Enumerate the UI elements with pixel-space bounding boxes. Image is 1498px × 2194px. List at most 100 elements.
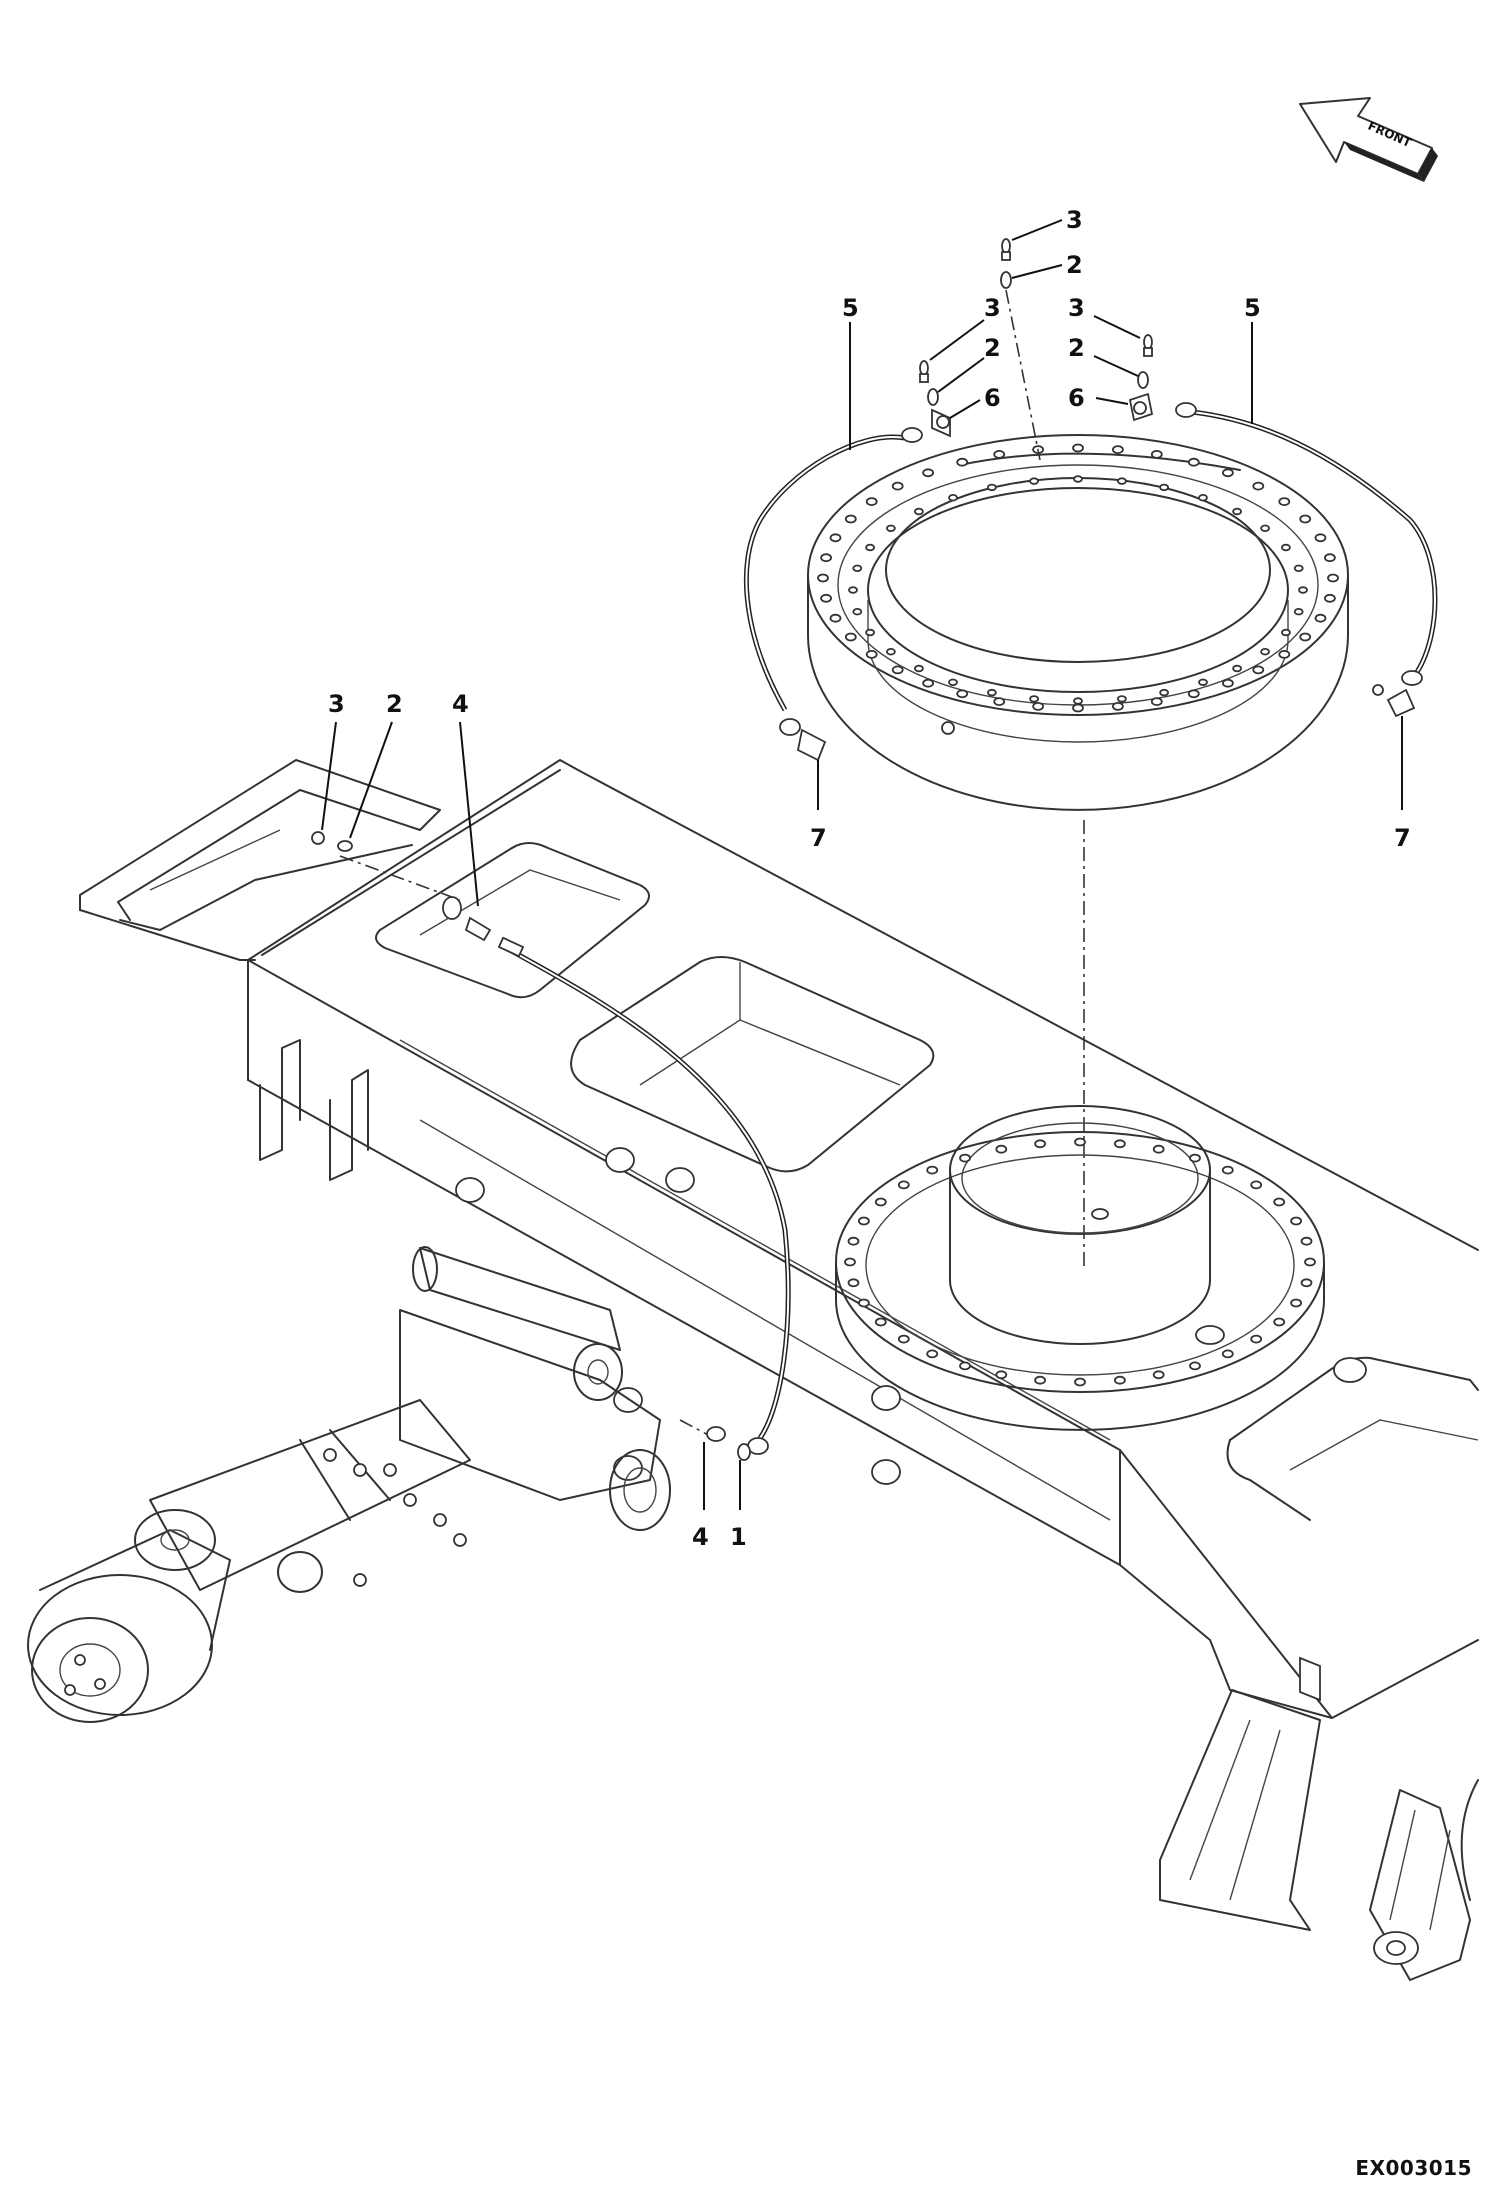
bolt-hole (897, 1334, 910, 1344)
axle-bolt (383, 1463, 397, 1477)
bolt-hole (1222, 678, 1234, 688)
bolt-hole (1250, 1334, 1263, 1344)
bolt-hole (1273, 1197, 1286, 1207)
bolt-hole (1281, 543, 1291, 552)
callout-top-3: 3 (1011, 206, 1083, 241)
bolt-hole (1293, 608, 1304, 616)
elbow-fitting-7-right (1386, 688, 1416, 718)
bolt-hole (1150, 449, 1163, 459)
bolt-hole (1278, 497, 1291, 507)
callout-right-7: 7 (1394, 716, 1411, 852)
bolt-hole (1187, 457, 1200, 467)
bolt-hole (891, 481, 904, 491)
centerline-frame (339, 855, 461, 901)
bolt-hole (1189, 1361, 1201, 1371)
bolt-hole (948, 494, 958, 502)
bolt-hole (829, 613, 842, 623)
bolt-hole (858, 1298, 870, 1308)
bolt-hole (993, 697, 1006, 706)
bolt-hole (865, 543, 875, 552)
bolt-hole (1152, 1144, 1165, 1154)
bolt-hole (1072, 703, 1084, 713)
bolt-hole (926, 1165, 939, 1175)
front-arrow-label: FRONT (1366, 119, 1414, 151)
bolt-hole (1281, 628, 1291, 637)
bolt-hole (1260, 524, 1270, 532)
callout-right-6: 6 (1068, 384, 1129, 412)
callout-left-3: 3 (929, 294, 1001, 361)
bolt-hole (914, 664, 924, 673)
bolt-hole (844, 514, 857, 524)
bolt-hole (1293, 564, 1304, 572)
bolt-hole (1032, 702, 1044, 711)
svg-text:2: 2 (984, 334, 1001, 362)
bolt-hole (1232, 507, 1242, 516)
bolt-hole (1114, 1139, 1126, 1149)
bolt-hole (1117, 695, 1127, 703)
bolt-hole (1159, 688, 1169, 697)
bolt-hole (1314, 613, 1327, 623)
svg-text:3: 3 (1068, 294, 1085, 322)
bolt-hole (817, 573, 829, 583)
svg-text:4: 4 (692, 1523, 709, 1551)
svg-text:7: 7 (1394, 824, 1411, 852)
fitting-stack-right (1128, 334, 1154, 422)
bolt-hole (959, 1153, 971, 1163)
bolt-hole (865, 650, 878, 659)
axle-bolts (323, 1448, 467, 1587)
bolt-hole (1114, 1375, 1126, 1385)
frame-boss (605, 1147, 635, 1173)
bolt-hole (897, 1180, 910, 1190)
axle-bolt (353, 1463, 367, 1477)
bolt-hole (1073, 697, 1083, 705)
axle-bolt (453, 1533, 467, 1547)
callout-top-2: 2 (1011, 251, 1083, 279)
callout-left-6: 6 (949, 384, 1001, 419)
front-arrow-icon: FRONT (1299, 97, 1438, 182)
bolt-hole (844, 632, 857, 642)
bolt-hole (1029, 477, 1039, 485)
callout-left-2: 2 (937, 334, 1001, 393)
svg-text:1: 1 (730, 1523, 747, 1551)
bolt-hole (1198, 678, 1208, 686)
ring-bolt-holes (817, 443, 1339, 713)
bolt-hole (847, 1236, 860, 1246)
bolt-hole (1299, 632, 1312, 642)
elbow-fitting-7-left (796, 728, 827, 762)
bolt-hole (995, 1370, 1008, 1380)
bolt-hole (865, 497, 878, 507)
svg-text:7: 7 (810, 824, 827, 852)
fitting-stack-top (1000, 238, 1012, 289)
bolt-hole (987, 688, 997, 697)
svg-text:2: 2 (386, 690, 403, 718)
svg-text:2: 2 (1068, 334, 1085, 362)
svg-text:3: 3 (984, 294, 1001, 322)
bolt-hole (1112, 702, 1124, 711)
bolt-hole (922, 468, 934, 478)
bolt-hole (1112, 445, 1124, 455)
hose-5-right (1175, 402, 1438, 686)
bolt-hole (1187, 689, 1200, 699)
bolt-hole (1314, 533, 1327, 543)
svg-text:4: 4 (452, 690, 469, 718)
bolt-hole (852, 608, 863, 616)
bolt-hole (1034, 1375, 1046, 1385)
bolt-hole (1252, 665, 1265, 675)
frame-boss (871, 1459, 901, 1485)
bolt-hole (959, 1361, 971, 1371)
bolt-hole (922, 678, 934, 688)
bolt-hole (995, 1144, 1008, 1154)
axle-bolt (403, 1493, 417, 1507)
fitting-stack-left (919, 360, 951, 438)
svg-text:3: 3 (1066, 206, 1083, 234)
frame-boss (665, 1167, 695, 1193)
bolt-hole (1327, 573, 1339, 583)
bolt-hole (1298, 586, 1308, 594)
bolt-hole (914, 507, 924, 516)
bolt-hole (993, 449, 1006, 459)
bolt-hole (1159, 483, 1169, 492)
svg-text:6: 6 (1068, 384, 1085, 412)
bolt-hole (1290, 1216, 1302, 1226)
bolt-hole (1221, 1349, 1234, 1359)
callout-frame-2: 2 (349, 690, 403, 839)
